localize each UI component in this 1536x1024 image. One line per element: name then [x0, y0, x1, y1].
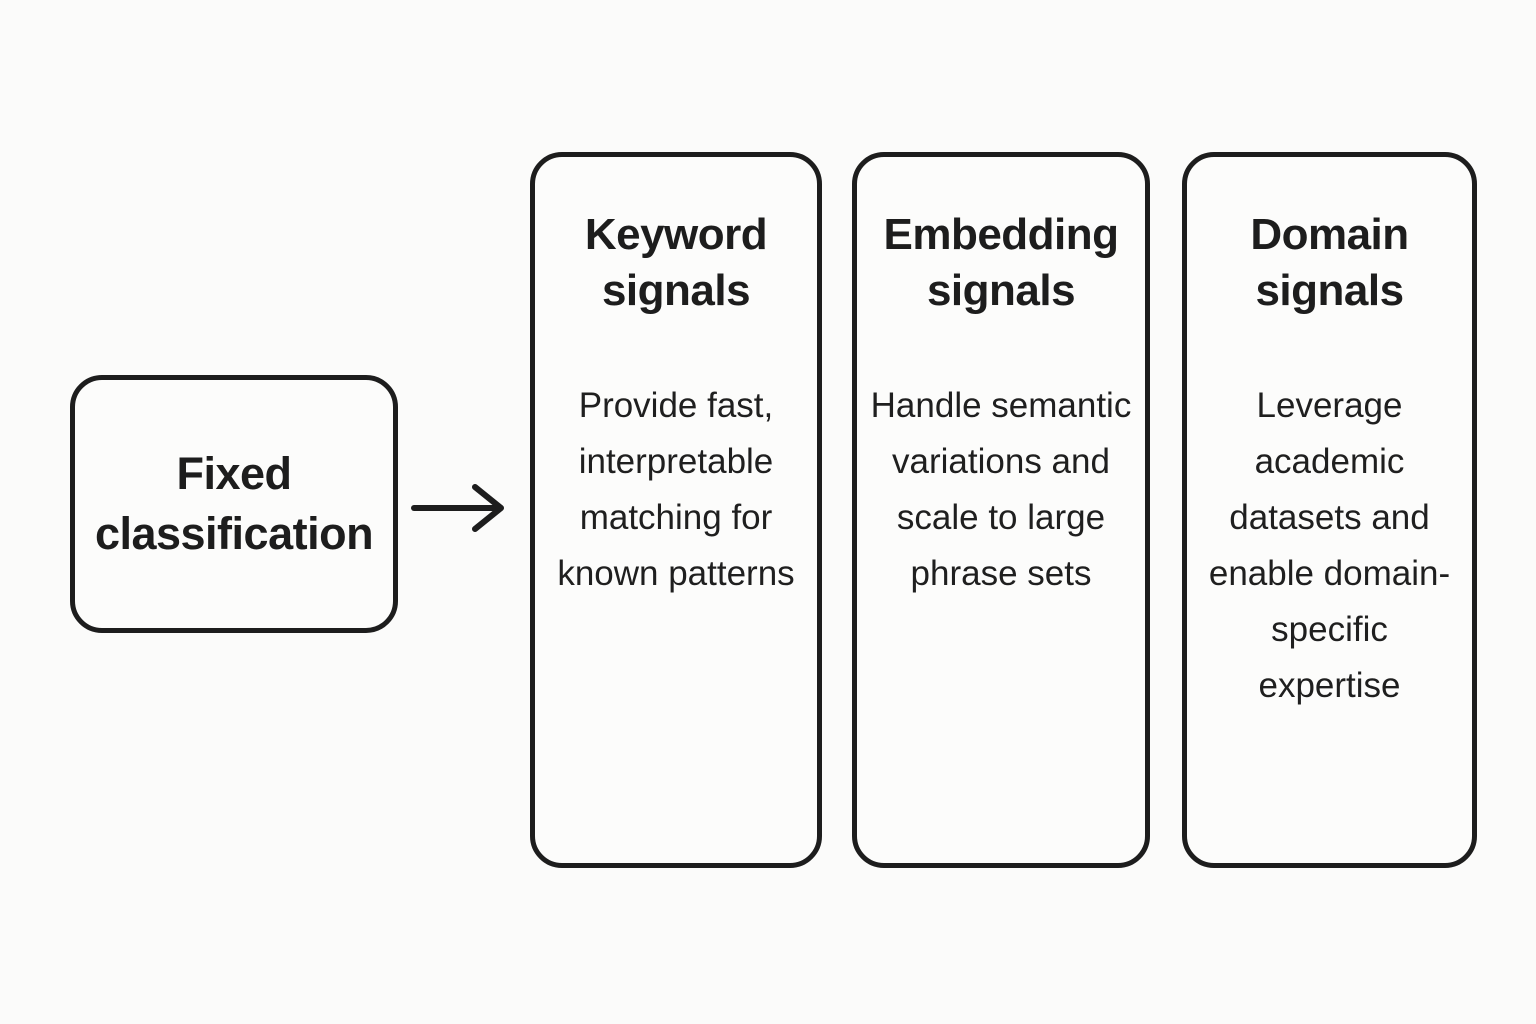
embedding-signals-title: Embedding signals: [883, 210, 1119, 316]
keyword-signals-title: Keyword signals: [584, 210, 768, 316]
fixed-classification-node: Fixed classification: [70, 375, 398, 633]
signal-column-domain: Domain signals Leverage academic dataset…: [1182, 152, 1477, 868]
domain-signals-title: Domain signals: [1250, 210, 1409, 316]
domain-signals-description: Leverage academic datasets and enable do…: [1208, 385, 1451, 705]
embedding-signals-description: Handle semantic variations and scale to …: [870, 385, 1132, 593]
right-arrow-icon: [410, 480, 506, 536]
keyword-signals-description: Provide fast, interpretable matching for…: [557, 385, 795, 593]
signal-column-embedding: Embedding signals Handle semantic variat…: [852, 152, 1150, 868]
fixed-classification-label: Fixed classification: [94, 448, 374, 559]
signal-column-keyword: Keyword signals Provide fast, interpreta…: [530, 152, 822, 868]
